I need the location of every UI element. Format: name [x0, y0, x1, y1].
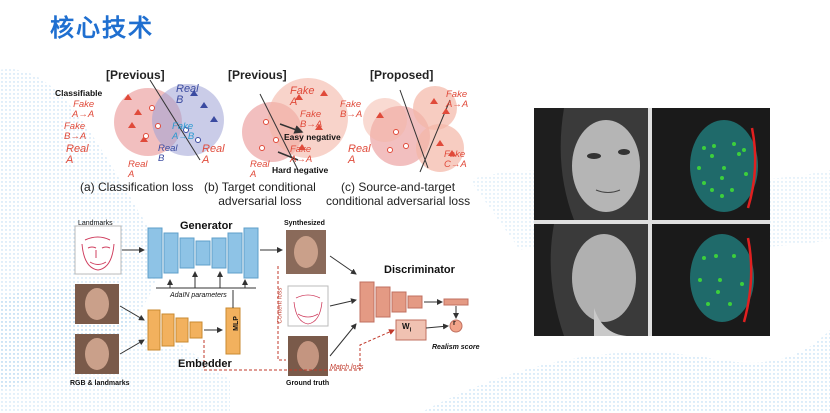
panel-a-markers: [124, 90, 218, 143]
loss-diagrams: [114, 78, 464, 173]
face-grid: [534, 108, 770, 336]
panel-c-header: [Proposed]: [370, 68, 434, 82]
generator-block: [147, 227, 259, 279]
panel-a-circles: [114, 79, 224, 161]
landmarks-sketch: [74, 225, 122, 275]
panel-a-header: [Previous]: [106, 68, 165, 82]
discriminator-label: Discriminator: [384, 264, 455, 276]
mlp-label: MLP: [232, 316, 240, 331]
discriminator-block: [359, 281, 423, 323]
content-loss-label: Content loss: [276, 287, 284, 324]
match-loss-label: Match loss: [330, 364, 364, 371]
ground-truth-label: Ground truth: [286, 380, 330, 387]
landmarks-label: Landmarks: [78, 220, 113, 227]
wi-matrix: [395, 319, 427, 341]
panel-b-markers: [259, 90, 328, 151]
panel-b-header: [Previous]: [228, 68, 287, 82]
synthesized-label: Synthesized: [284, 220, 325, 227]
slide-title: 核心技术: [50, 14, 154, 42]
r-label: r: [453, 320, 456, 327]
embedder-label: Embedder: [178, 358, 232, 370]
feature-vector: [443, 298, 469, 306]
panel-b-circles: [242, 78, 348, 171]
realism-score-node: [449, 319, 463, 333]
mlp-block: [225, 307, 241, 355]
panel-c-markers: [376, 98, 456, 156]
generator-label: Generator: [180, 220, 233, 232]
realism-score-label: Realism score: [432, 344, 480, 351]
architecture-diagram: [74, 225, 469, 376]
panel-a-caption: (a) Classification loss: [80, 180, 194, 194]
face-grid-image: [534, 108, 770, 336]
adain-label: AdaIN parameters: [170, 292, 227, 299]
rgb-landmarks-label: RGB & landmarks: [70, 380, 130, 387]
panel-b-hard-negative: Hard negative: [272, 165, 329, 175]
panel-b-easy-negative: Easy negative: [284, 132, 341, 142]
panel-a-classifiable: Classifiable: [55, 88, 103, 98]
wi-label: Wi: [402, 322, 412, 334]
embedder-block: [147, 309, 203, 351]
